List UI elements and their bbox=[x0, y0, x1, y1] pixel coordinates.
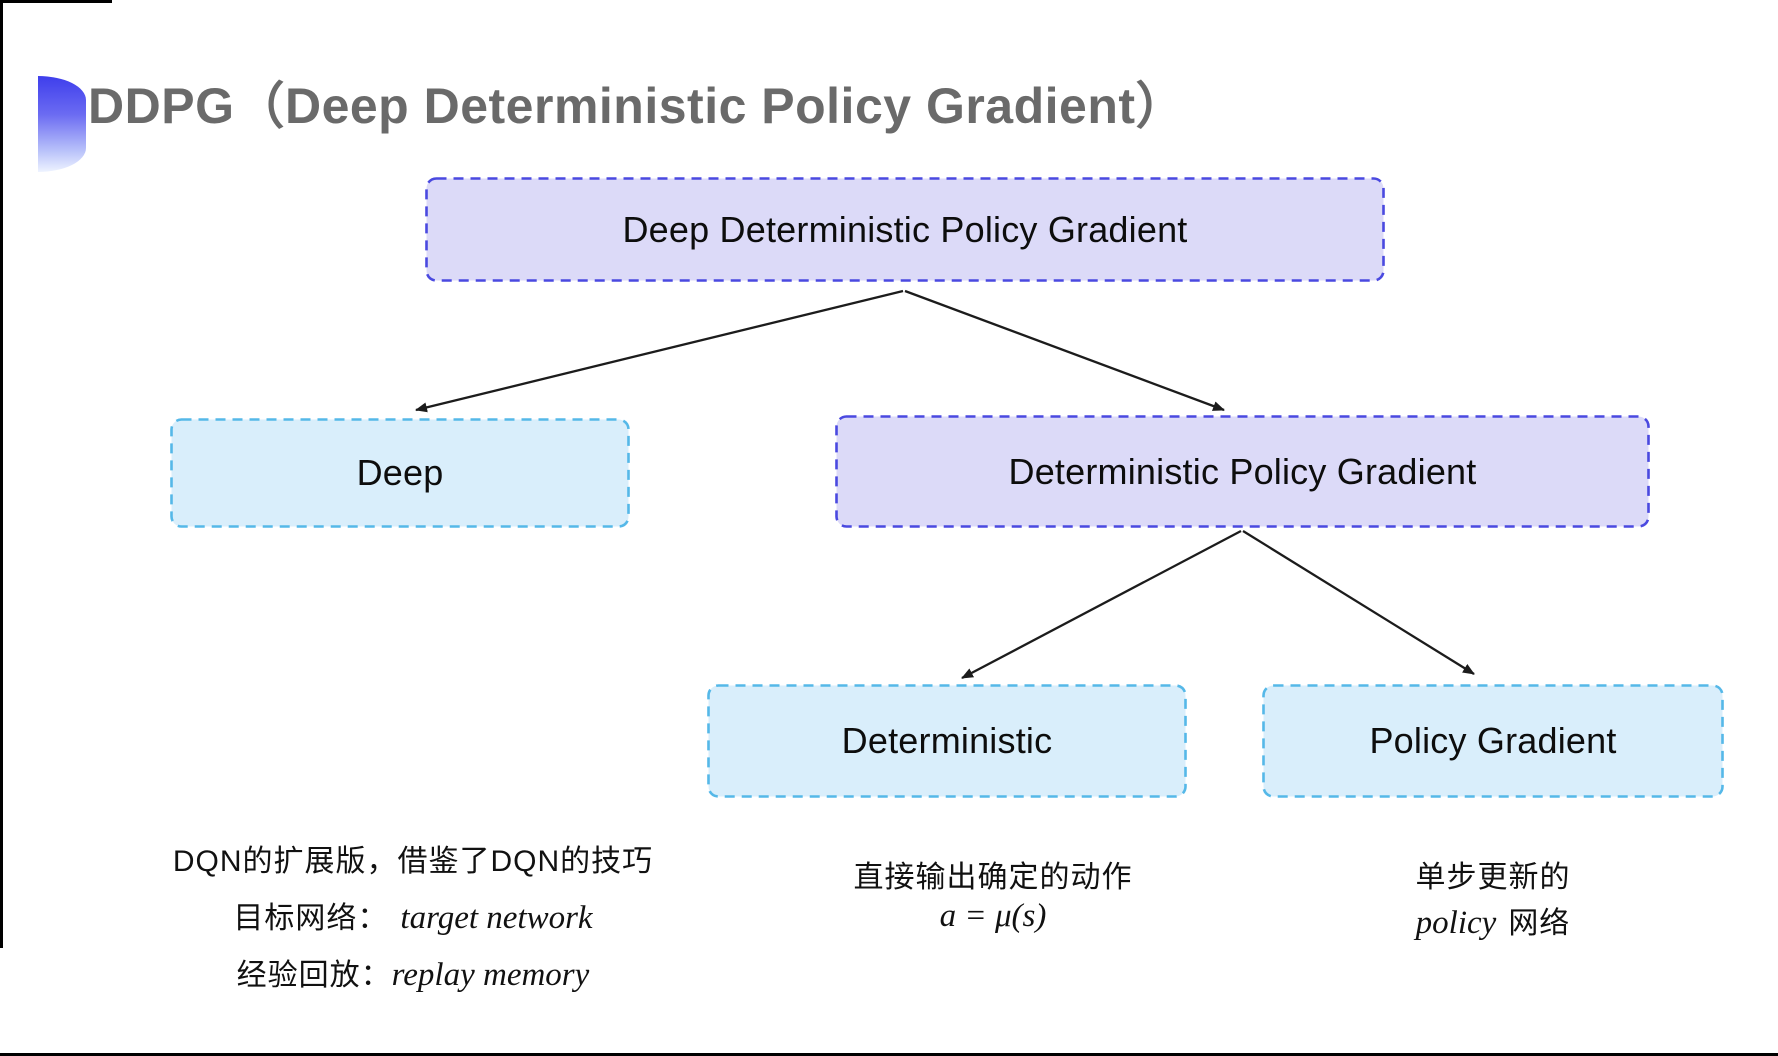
arrow-root-to-deep bbox=[415, 289, 904, 413]
node-deterministic-policy-gradient: Deterministic Policy Gradient bbox=[835, 415, 1650, 528]
title-bullet-semicircle-icon bbox=[38, 76, 86, 172]
node-dashed-frame bbox=[170, 418, 630, 528]
arrow-dpg-to-deterministic bbox=[961, 529, 1242, 680]
note-text-cn: 网络 bbox=[1508, 907, 1571, 940]
note-deterministic-action: 直接输出确定的动作 a = μ(s) bbox=[793, 0, 1193, 1056]
note-deep-dqn-extension: DQN的扩展版，借鉴了DQN的技巧 目标网络： target network 经验… bbox=[128, 0, 698, 1056]
left-edge-line bbox=[0, 0, 3, 948]
note-line: DQN的扩展版，借鉴了DQN的技巧 bbox=[128, 836, 698, 880]
node-label: Deterministic bbox=[841, 720, 1053, 761]
note-target-term: target network bbox=[400, 900, 593, 936]
note-line: policy 网络 bbox=[1293, 898, 1693, 942]
node-deterministic: Deterministic bbox=[707, 684, 1187, 798]
page-title: DDPG（Deep Deterministic Policy Gradient） bbox=[88, 78, 1187, 134]
note-policy-network: 单步更新的 policy 网络 bbox=[1293, 0, 1693, 1056]
node-policy-gradient: Policy Gradient bbox=[1262, 684, 1724, 798]
node-deep: Deep bbox=[170, 418, 630, 528]
note-replay-label: 经验回放： bbox=[236, 959, 392, 992]
node-deep-deterministic-policy-gradient: Deep Deterministic Policy Gradient bbox=[425, 177, 1385, 282]
node-label: Policy Gradient bbox=[1369, 720, 1617, 761]
node-dashed-frame bbox=[425, 177, 1385, 282]
note-text-cn: 直接输出确定的动作 bbox=[853, 861, 1133, 894]
note-text-cn: 单步更新的 bbox=[1415, 861, 1571, 894]
top-edge-line bbox=[0, 0, 112, 3]
note-target-label: 目标网络： bbox=[233, 902, 389, 935]
node-dashed-frame bbox=[835, 415, 1650, 528]
note-line: 经验回放：replay memory bbox=[128, 950, 698, 994]
note-line: 目标网络： target network bbox=[128, 893, 698, 937]
note-text-cn: DQN的扩展版，借鉴了DQN的技巧 bbox=[172, 845, 654, 878]
node-dashed-frame bbox=[1262, 684, 1724, 798]
note-policy-term: policy bbox=[1415, 905, 1497, 941]
note-line: 单步更新的 bbox=[1293, 852, 1693, 896]
bottom-edge-line bbox=[0, 1053, 1778, 1056]
note-formula: a = μ(s) bbox=[939, 898, 1047, 934]
note-replay-term: replay memory bbox=[391, 957, 590, 993]
node-dashed-frame bbox=[707, 684, 1187, 798]
note-line: 直接输出确定的动作 bbox=[793, 852, 1193, 896]
node-label: Deep Deterministic Policy Gradient bbox=[622, 208, 1188, 250]
arrow-root-to-dpg bbox=[904, 289, 1225, 412]
node-label: Deep bbox=[356, 452, 444, 493]
note-line: a = μ(s) bbox=[793, 898, 1193, 935]
node-label: Deterministic Policy Gradient bbox=[1008, 450, 1477, 492]
arrow-dpg-to-policy-gradient bbox=[1242, 530, 1475, 675]
